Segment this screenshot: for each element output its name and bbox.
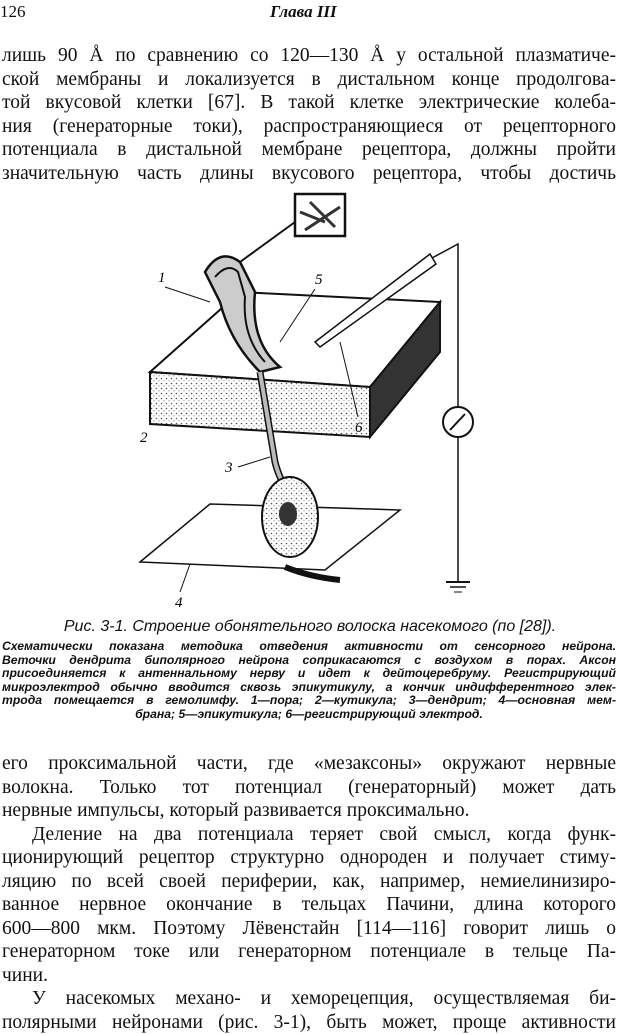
text-line: ванное нервное окончание в тельцах Пачин… [2,893,616,917]
running-title: Глава III [270,2,337,22]
text-line: чини. [2,964,616,988]
text-line: значительную часть длины вкусового рецеп… [2,162,616,186]
label-3: 3 [224,460,233,476]
paragraph-bottom: его проксимальной части, где «мезаксоны»… [2,752,616,1034]
text-line: генераторном токе или генераторном потен… [2,940,616,964]
text-line: полярными нейронами (рис. 3-1), быть мож… [2,1011,616,1034]
text-line: ляцию по всей своей периферии, как, напр… [2,870,616,894]
label-1: 1 [158,270,166,286]
caption-line: Схематически показана методика отведения… [2,640,616,654]
text-line: нервные импульсы, который развивается пр… [2,799,616,823]
label-2: 2 [140,430,148,446]
figure-caption: Схематически показана методика отведения… [2,640,616,721]
paragraph-top: лишь 90 Å по сравнению со 120—130 Å у ос… [2,44,616,185]
text-line: его проксимальной части, где «мезаксоны»… [2,752,616,776]
text-line: ционирующий рецептор структурно однороде… [2,846,616,870]
cuticle-block [150,292,440,437]
text-line: ской мембраны и локализуется в дистально… [2,68,616,92]
text-line: волокна. Только тот потенциал (генератор… [2,776,616,800]
figure-olfactory-hair: 1 2 3 4 5 6 [110,192,530,612]
label-6: 6 [355,420,363,436]
caption-line: присоединяется к антеннальному нерву и и… [2,667,616,681]
caption-line: микроэлектрод обычно вводится сквозь эпи… [2,681,616,695]
text-line: той вкусовой клетки [67]. В такой клетке… [2,91,616,115]
label-5: 5 [315,272,323,288]
label-4: 4 [175,595,183,611]
text-line: лишь 90 Å по сравнению со 120—130 Å у ос… [2,44,616,68]
text-line: потенциала в дистальной мембране рецепто… [2,138,616,162]
text-line: Деление на два потенциала теряет свой см… [2,823,616,847]
page-number: 126 [0,2,26,22]
caption-line: Веточки дендрита биполярного нейрона соп… [2,654,616,668]
figure-title: Рис. 3-1. Строение обонятельного волоска… [0,618,620,636]
text-line: 600—800 мкм. Поэтому Лёвенстайн [114—116… [2,917,616,941]
page-header: 126 Глава III [0,2,620,26]
caption-line: трода помещается в гемолимфу. 1—пора; 2—… [2,694,616,708]
text-line: ния (генераторные токи), распространяющи… [2,115,616,139]
caption-line: брана; 5—эпикутикула; 6—регистрирующий э… [2,708,616,722]
inset-magnification [240,194,345,262]
text-line: У насекомых механо- и хеморецепция, осущ… [2,987,616,1011]
